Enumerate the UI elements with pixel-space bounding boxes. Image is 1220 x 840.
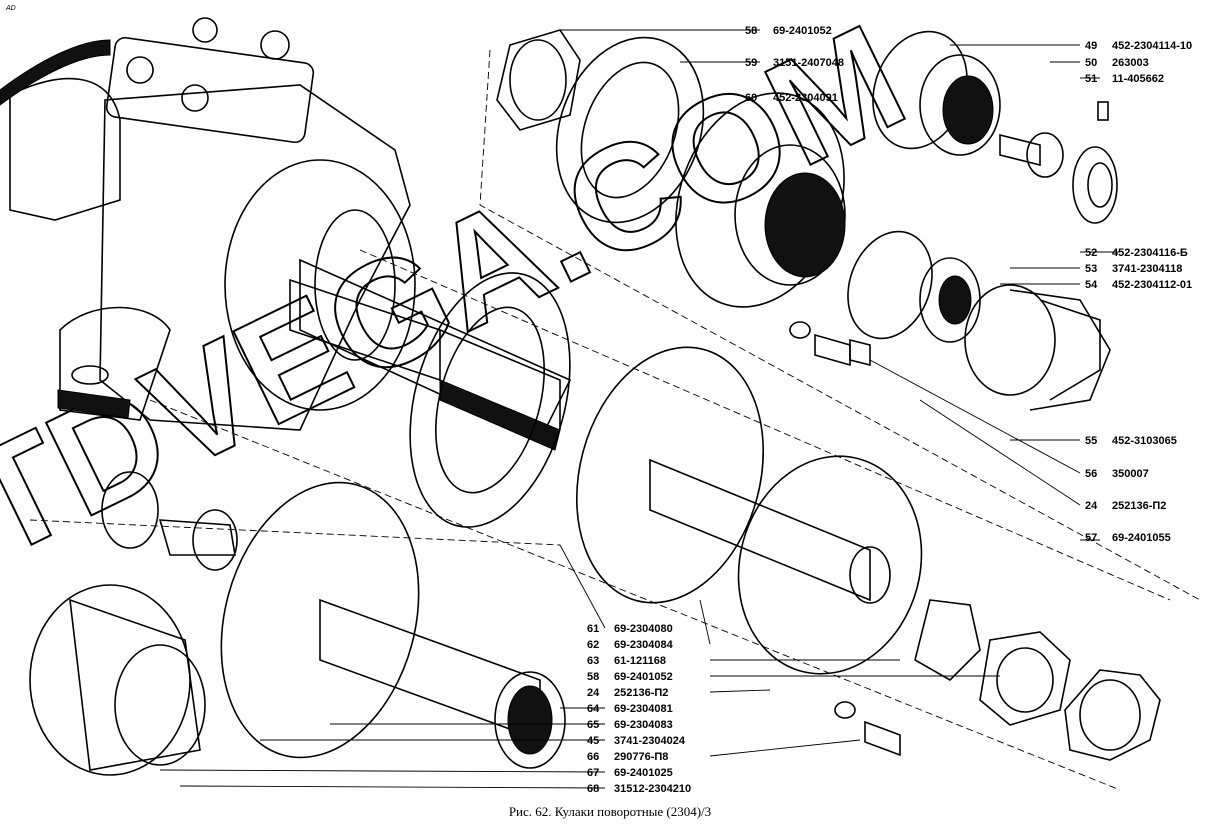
callout-64-code: 69-2304081	[614, 703, 673, 715]
callout-52-code: 452-2304116-Б	[1112, 247, 1188, 259]
callout-57-num: 57	[1085, 532, 1097, 544]
callout-65-code: 69-2304083	[614, 719, 673, 731]
callout-58b-code: 69-2401052	[614, 671, 673, 683]
callout-57-code: 69-2401055	[1112, 532, 1171, 544]
callout-58-code: 69-2401052	[773, 25, 832, 37]
bolt-50	[999, 101, 1109, 178]
callout-54-num: 54	[1085, 279, 1098, 291]
knuckle-housing	[0, 17, 572, 442]
callout-56-code: 350007	[1112, 468, 1149, 480]
gasket-center	[409, 272, 571, 528]
axle-shaft	[289, 278, 561, 451]
callout-66-num: 66	[587, 751, 599, 763]
callout-53-num: 53	[1085, 263, 1097, 275]
callout-62-code: 69-2304084	[614, 639, 674, 651]
callout-63-num: 63	[587, 655, 599, 667]
callout-45-num: 45	[587, 735, 599, 747]
gear-49	[872, 30, 1001, 156]
callout-68-num: 68	[587, 783, 599, 795]
lock-washer-57	[1064, 669, 1161, 761]
callout-24b-code: 252136-П2	[614, 687, 668, 699]
callout-49-code: 452-2304114-10	[1112, 40, 1192, 52]
gasket-63	[737, 455, 923, 675]
callout-51-num: 51	[1085, 73, 1097, 85]
cap-55	[964, 284, 1111, 411]
spindle-62	[575, 346, 891, 604]
gear-53	[847, 230, 981, 343]
callout-24-num: 24	[1085, 500, 1098, 512]
callout-64-num: 64	[587, 703, 600, 715]
washer-58-top	[496, 29, 581, 131]
callout-54-code: 452-2304112-01	[1112, 279, 1192, 291]
callouts-right-top: 58 69-2401052 59 3151-2407048 60 452-230…	[745, 25, 1192, 544]
callout-61-code: 69-2304080	[614, 623, 673, 635]
callout-63-code: 61-121168	[614, 655, 666, 667]
callout-68-code: 31512-2304210	[614, 783, 691, 795]
assembly-axes	[29, 49, 1201, 791]
callout-24-code: 252136-П2	[1112, 500, 1166, 512]
bolt-56	[789, 321, 871, 367]
callout-67-num: 67	[587, 767, 599, 779]
callout-24b-num: 24	[587, 687, 600, 699]
leaders-top	[560, 29, 1120, 541]
callout-61-num: 61	[587, 623, 599, 635]
callout-66-code: 290776-П8	[614, 751, 668, 763]
callout-50-code: 263003	[1112, 57, 1149, 69]
callout-58b-num: 58	[587, 671, 599, 683]
bolt-66	[834, 701, 901, 757]
callout-65-num: 65	[587, 719, 599, 731]
callout-55-num: 55	[1085, 435, 1097, 447]
corner-mark: AD	[5, 5, 16, 12]
callout-62-num: 62	[587, 639, 599, 651]
callout-56-num: 56	[1085, 468, 1097, 480]
bushing-24	[101, 471, 238, 571]
watermark-text: TDVEGA.COM	[0, 0, 929, 590]
callout-51-code: 11-405662	[1112, 73, 1164, 85]
gasket-59	[555, 36, 705, 224]
ring-52	[1072, 146, 1118, 224]
callout-60-code: 452-2304091	[773, 92, 838, 104]
callout-45-code: 3741-2304024	[614, 735, 686, 747]
callout-53-code: 3741-2304118	[1112, 263, 1182, 275]
callout-49-num: 49	[1085, 40, 1097, 52]
figure-caption: Рис. 62. Кулаки поворотные (2304)/3	[508, 804, 712, 819]
nut-plate	[914, 599, 1071, 726]
hub-65	[220, 481, 566, 769]
callout-50-num: 50	[1085, 57, 1097, 69]
callout-59-code: 3151-2407048	[773, 57, 844, 69]
callout-59-num: 59	[745, 57, 757, 69]
watermark: TDVEGA.COM	[0, 0, 929, 590]
callout-67-code: 69-2401025	[614, 767, 673, 779]
hub-60	[675, 92, 846, 308]
callouts-bottom: 61 69-2304080 62 69-2304084 63 61-121168…	[587, 623, 691, 795]
hub-lock-68	[29, 584, 206, 776]
leaders-bottom	[159, 544, 1000, 789]
callout-60-num: 60	[745, 92, 757, 104]
callout-58-num: 58	[745, 25, 757, 37]
callout-55-code: 452-3103065	[1112, 435, 1177, 447]
callout-52-num: 52	[1085, 247, 1097, 259]
